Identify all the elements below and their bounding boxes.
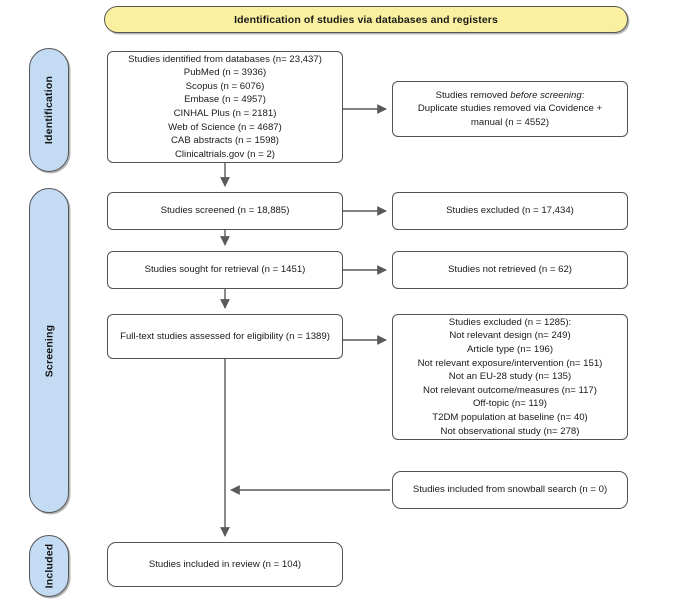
node-fulltext-assessed-text: Full-text studies assessed for eligibili… — [120, 330, 330, 342]
diagram-title-banner: Identification of studies via databases … — [104, 6, 628, 33]
stage-pill-identification: Identification — [29, 48, 69, 172]
node-studies-excluded-with-reasons: Studies excluded (n = 1285): Not relevan… — [392, 314, 628, 440]
stage-pill-included: Included — [29, 535, 69, 597]
node-studies-excluded-screening-text: Studies excluded (n = 17,434) — [446, 205, 574, 217]
node-studies-not-retrieved: Studies not retrieved (n = 62) — [392, 251, 628, 289]
node-studies-excluded-with-reasons-text: Studies excluded (n = 1285): Not relevan… — [417, 316, 603, 437]
stage-label-screening: Screening — [43, 324, 56, 377]
node-studies-screened: Studies screened (n = 18,885) — [107, 192, 343, 230]
node-studies-sought-for-retrieval-text: Studies sought for retrieval (n = 1451) — [144, 264, 306, 276]
node-fulltext-assessed: Full-text studies assessed for eligibili… — [107, 314, 343, 359]
node-studies-excluded-screening: Studies excluded (n = 17,434) — [392, 192, 628, 230]
node-studies-included-in-review: Studies included in review (n = 104) — [107, 542, 343, 587]
node-studies-identified-text: Studies identified from databases (n= 23… — [128, 53, 322, 160]
stage-pill-screening: Screening — [29, 188, 69, 513]
node-studies-included-in-review-text: Studies included in review (n = 104) — [148, 558, 302, 570]
diagram-title: Identification of studies via databases … — [234, 13, 498, 26]
node-studies-identified: Studies identified from databases (n= 23… — [107, 51, 343, 163]
node-studies-screened-text: Studies screened (n = 18,885) — [160, 205, 290, 217]
node-studies-removed-text: Studies removed before screening:Duplica… — [400, 89, 620, 129]
node-studies-sought-for-retrieval: Studies sought for retrieval (n = 1451) — [107, 251, 343, 289]
removed-line3: manual (n = 4552) — [470, 116, 550, 128]
removed-line2: Duplicate studies removed via Covidence … — [417, 103, 603, 115]
node-studies-from-snowball-search: Studies included from snowball search (n… — [392, 471, 628, 509]
node-studies-removed-before-screening: Studies removed before screening:Duplica… — [392, 81, 628, 137]
node-studies-from-snowball-search-text: Studies included from snowball search (n… — [412, 484, 608, 496]
node-studies-not-retrieved-text: Studies not retrieved (n = 62) — [448, 264, 572, 276]
stage-label-included: Included — [43, 543, 55, 589]
removed-line1-suffix: : — [581, 90, 585, 102]
removed-line1-prefix: Studies removed — [435, 90, 511, 102]
removed-line1-italic: before screening — [510, 90, 582, 102]
stage-label-identification: Identification — [43, 75, 56, 145]
